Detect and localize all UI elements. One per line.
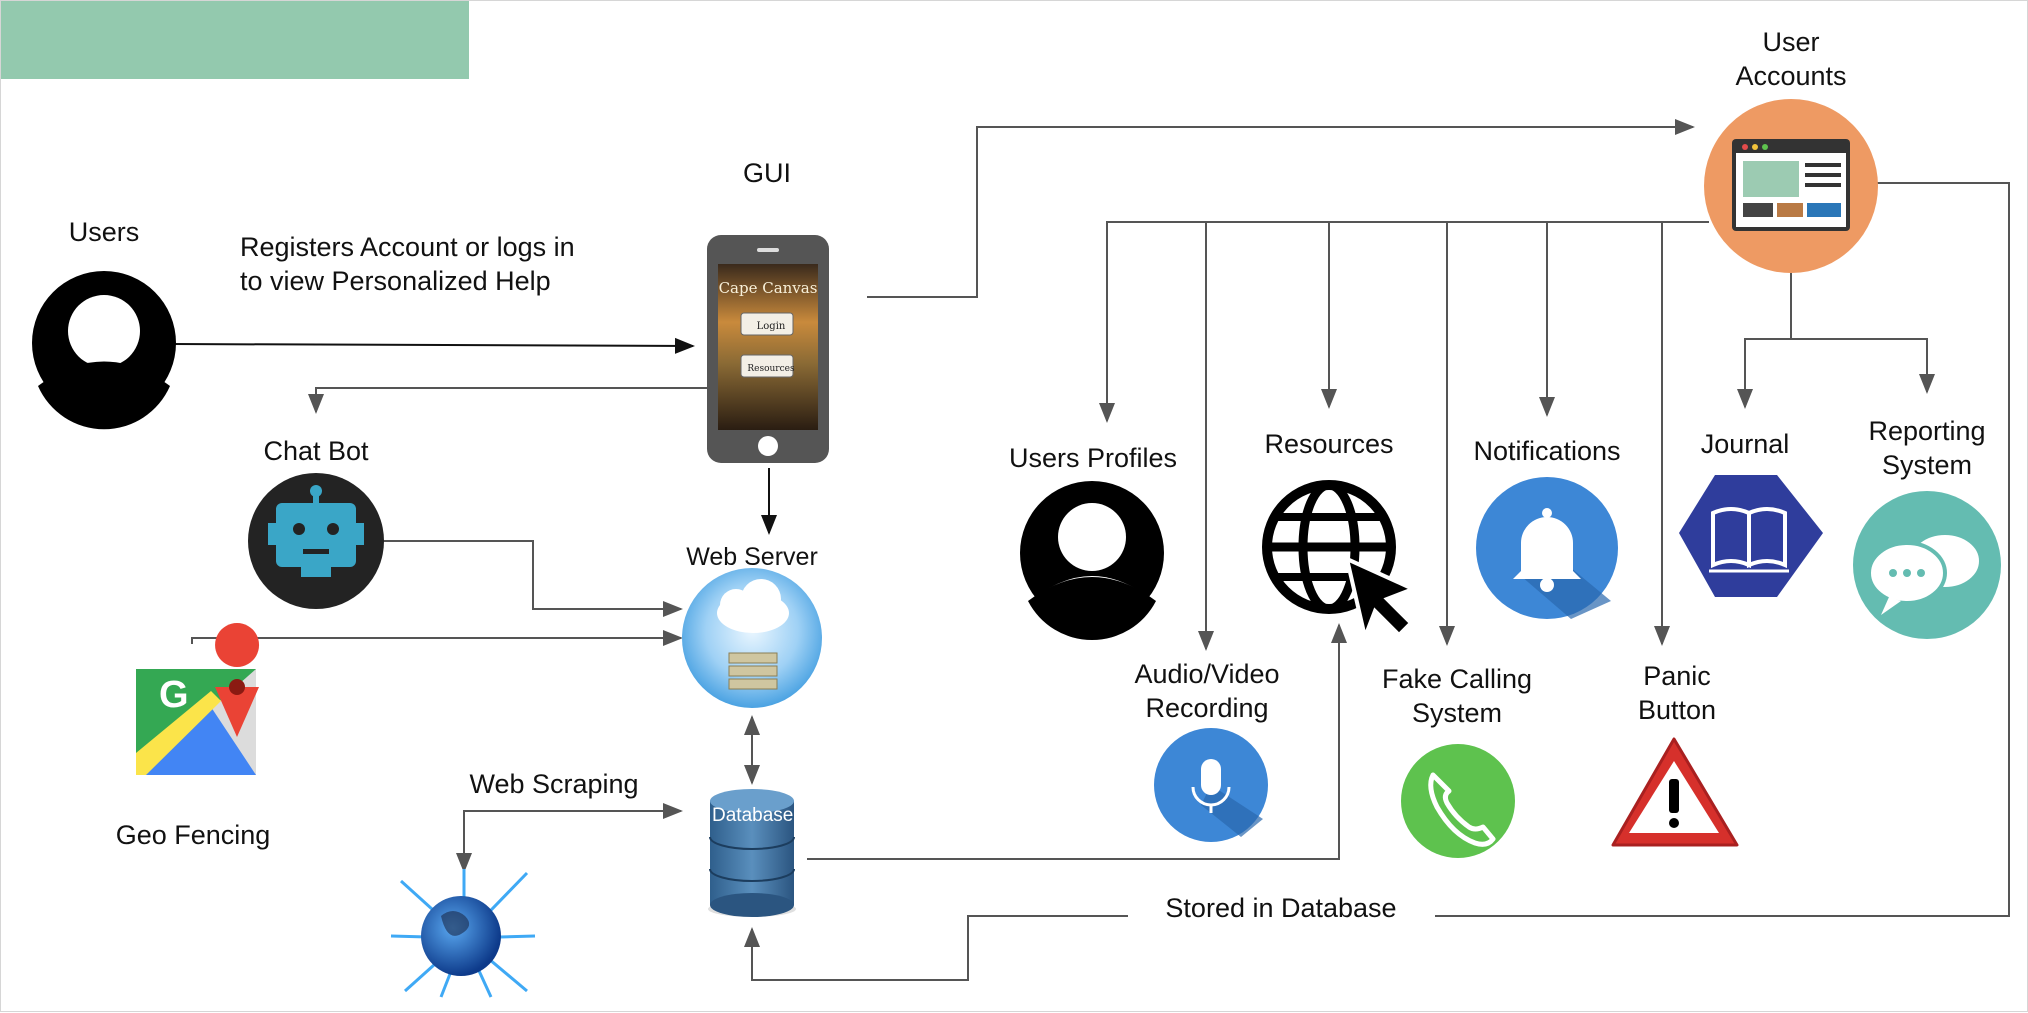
label-database: Database xyxy=(712,805,794,826)
label-panic-line1: Panic xyxy=(1643,661,1711,691)
label-user-accounts-line1: User xyxy=(1762,27,1820,57)
fake-calling-phone-icon xyxy=(1401,744,1515,858)
edge-chatbot-to-webserver xyxy=(383,540,683,617)
web-scraping-globe-icon xyxy=(390,869,536,998)
reporting-chat-bubbles-icon xyxy=(1853,491,2001,639)
phone-login-button: Login xyxy=(757,321,786,332)
label-users: Users xyxy=(68,217,140,247)
edge-geofencing-to-webserver xyxy=(191,630,683,646)
label-audio-video-line2: Recording xyxy=(1145,693,1269,723)
label-web-server: Web Server xyxy=(686,543,818,571)
resources-globe-cursor-icon xyxy=(1262,480,1419,644)
chat-bot-robot-icon xyxy=(248,473,384,609)
connectors xyxy=(172,119,2010,981)
label-register-line1: Registers Account or logs in xyxy=(240,232,575,262)
audio-video-microphone-icon xyxy=(1154,728,1268,842)
label-stored-in-database: Stored in Database xyxy=(1165,893,1397,923)
label-notifications: Notifications xyxy=(1473,436,1621,466)
label-users-profiles: Users Profiles xyxy=(1008,443,1178,473)
edge-gui-to-chatbot xyxy=(308,387,707,414)
user-accounts-browser-icon xyxy=(1704,99,1878,273)
label-user-accounts-line2: Accounts xyxy=(1735,61,1847,91)
label-journal: Journal xyxy=(1700,429,1790,459)
edge-accounts-to-reporting xyxy=(1791,338,1935,394)
label-gui: GUI xyxy=(742,158,791,188)
edge-database-to-resources xyxy=(807,623,1347,860)
edge-gui-to-accounts xyxy=(867,119,1695,298)
label-reporting-line1: Reporting xyxy=(1868,416,1986,446)
database-cylinder-icon xyxy=(708,789,796,917)
web-server-cloud-icon xyxy=(682,568,822,708)
label-audio-video-line1: Audio/Video xyxy=(1134,659,1280,689)
notifications-bell-icon xyxy=(1476,477,1618,619)
edge-stored-to-database xyxy=(744,915,1128,981)
svg-text:G: G xyxy=(159,674,189,716)
edge-accounts-bus xyxy=(1099,221,1709,423)
label-resources: Resources xyxy=(1264,429,1394,459)
label-fake-calling-line1: Fake Calling xyxy=(1381,664,1533,694)
label-register-line2: to view Personalized Help xyxy=(240,266,551,296)
label-geo-fencing: Geo Fencing xyxy=(115,820,271,850)
geo-fencing-map-icon: G xyxy=(136,623,260,775)
edge-accounts-to-journal xyxy=(1737,273,1792,409)
edge-users-to-gui xyxy=(172,337,695,354)
label-reporting-line2: System xyxy=(1881,450,1973,480)
edge-stored-in-database xyxy=(1435,182,2010,917)
label-fake-calling-line2: System xyxy=(1411,698,1503,728)
users-profiles-person-icon xyxy=(1020,481,1164,641)
label-web-scraping: Web Scraping xyxy=(469,769,639,799)
journal-book-icon xyxy=(1679,475,1823,597)
phone-app-title: Cape Canvas xyxy=(719,279,818,297)
label-panic-line2: Button xyxy=(1637,695,1717,725)
label-chat-bot: Chat Bot xyxy=(263,436,369,466)
panic-warning-triangle-icon xyxy=(1611,737,1739,847)
phone-resources-button: Resources xyxy=(747,364,795,374)
edge-scraping-to-database xyxy=(456,803,683,873)
title-band xyxy=(1,1,469,79)
users-person-icon xyxy=(21,271,191,433)
